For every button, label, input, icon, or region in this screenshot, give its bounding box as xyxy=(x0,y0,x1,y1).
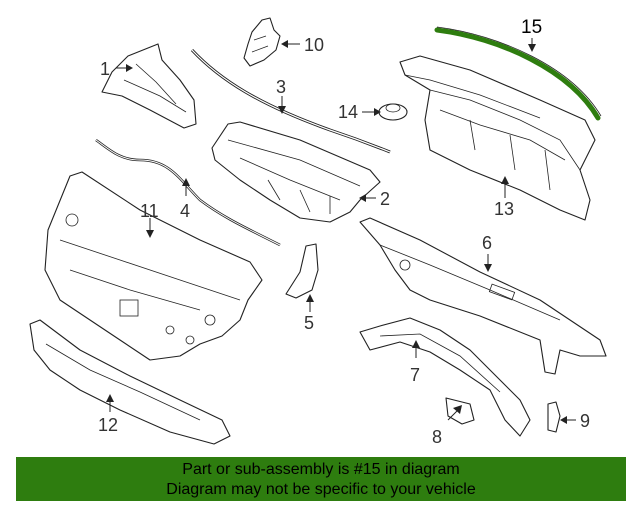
part-12-rail[interactable] xyxy=(29,319,231,445)
callout-6: 6 xyxy=(482,233,493,253)
part-1-bracket[interactable] xyxy=(101,43,197,129)
part-13-panel[interactable] xyxy=(399,55,596,221)
callout-13: 13 xyxy=(494,199,515,219)
callout-4: 4 xyxy=(180,201,191,221)
banner-line-2: Diagram may not be specific to your vehi… xyxy=(166,481,476,498)
part-2-cowl[interactable] xyxy=(211,121,381,223)
callout-2: 2 xyxy=(380,189,391,209)
part-6-crossmember[interactable] xyxy=(359,217,607,375)
callout-11: 11 xyxy=(140,201,159,221)
part-10-bracket[interactable] xyxy=(243,17,281,67)
part-5-bracket[interactable] xyxy=(285,243,319,299)
info-banner: Part or sub-assembly is #15 in diagram D… xyxy=(16,457,626,501)
callout-14: 14 xyxy=(338,102,359,122)
part-11-dash-panel[interactable] xyxy=(44,171,263,361)
callout-7: 7 xyxy=(410,365,421,385)
callout-3: 3 xyxy=(276,77,287,97)
parts-diagram xyxy=(29,17,607,445)
callout-15: 15 xyxy=(521,17,543,38)
part-7-bracket[interactable] xyxy=(359,317,531,437)
part-9-piece[interactable] xyxy=(547,401,561,433)
part-15-seal[interactable] xyxy=(434,27,601,121)
banner-line-1: Part or sub-assembly is #15 in diagram xyxy=(182,461,460,478)
callout-9: 9 xyxy=(580,411,591,431)
callout-12: 12 xyxy=(98,415,119,435)
callout-1: 1 xyxy=(100,59,111,79)
part-14-plug[interactable] xyxy=(378,103,408,121)
callout-8: 8 xyxy=(432,427,443,447)
callout-5: 5 xyxy=(304,313,315,333)
callout-10: 10 xyxy=(304,35,325,55)
